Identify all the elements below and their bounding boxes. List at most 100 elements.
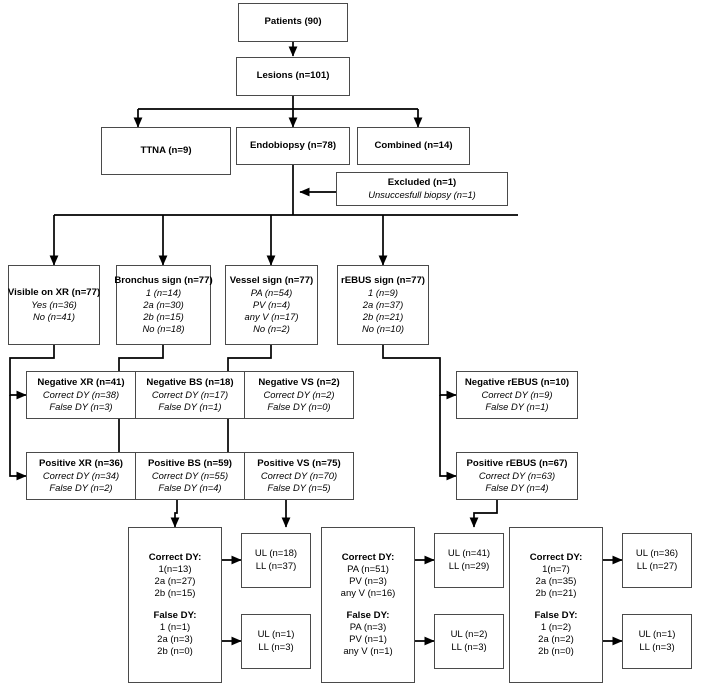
breakdown-false-row: PA (n=3) — [349, 621, 387, 633]
negative-row: False DY (n=1) — [485, 401, 549, 413]
box-breakdown-bronchus[interactable]: Correct DY: 1(n=13) 2a (n=27) 2b (n=15) … — [128, 527, 222, 683]
box-negative-vs[interactable]: Negative VS (n=2) Correct DY (n=2) False… — [244, 371, 354, 419]
box-sign-rebus[interactable]: rEBUS sign (n=77) 1 (n=9) 2a (n=37) 2b (… — [337, 265, 429, 345]
box-lobes-false-vessel[interactable]: UL (n=2) LL (n=3) — [434, 614, 504, 669]
breakdown-false-header: False DY: — [153, 609, 197, 621]
sign-row: No (n=41) — [33, 311, 75, 323]
breakdown-correct-header: Correct DY: — [341, 551, 395, 563]
box-lobes-false-bronchus[interactable]: UL (n=1) LL (n=3) — [241, 614, 311, 669]
breakdown-false-row: 2a (n=3) — [157, 633, 193, 645]
sign-row: PV (n=4) — [252, 299, 291, 311]
negative-title: Negative XR (n=41) — [37, 376, 125, 388]
positive-row: False DY (n=5) — [267, 482, 331, 494]
negative-title: Negative BS (n=18) — [146, 376, 234, 388]
box-lobes-correct-bronchus[interactable]: UL (n=18) LL (n=37) — [241, 533, 311, 588]
breakdown-correct-row: PV (n=3) — [349, 576, 387, 588]
box-positive-rebus[interactable]: Positive rEBUS (n=67) Correct DY (n=63) … — [456, 452, 578, 500]
sign-row: 2a (n=37) — [362, 299, 404, 311]
negative-row: False DY (n=1) — [158, 401, 222, 413]
positive-title: Positive VS (n=75) — [257, 457, 341, 469]
lobe-row: UL (n=36) — [635, 548, 679, 560]
lobe-row: UL (n=41) — [447, 548, 491, 560]
lobe-row: LL (n=27) — [636, 560, 678, 572]
sign-row: 2b (n=15) — [143, 311, 184, 323]
breakdown-false-row: 2b (n=0) — [538, 646, 574, 658]
sign-row: No (n=18) — [142, 323, 185, 335]
box-negative-rebus[interactable]: Negative rEBUS (n=10) Correct DY (n=9) F… — [456, 371, 578, 419]
box-lobes-false-rebus[interactable]: UL (n=1) LL (n=3) — [622, 614, 692, 669]
excluded-title: Excluded (n=1) — [387, 176, 457, 188]
lobe-row: LL (n=3) — [639, 641, 675, 653]
box-negative-xr[interactable]: Negative XR (n=41) Correct DY (n=38) Fal… — [26, 371, 136, 419]
box-positive-vs[interactable]: Positive VS (n=75) Correct DY (n=70) Fal… — [244, 452, 354, 500]
sign-row: any V (n=17) — [244, 311, 299, 323]
box-breakdown-vessel[interactable]: Correct DY: PA (n=51) PV (n=3) any V (n=… — [321, 527, 415, 683]
ttna-label: TTNA (n=9) — [140, 144, 192, 156]
box-sign-bronchus[interactable]: Bronchus sign (n=77) 1 (n=14) 2a (n=30) … — [114, 265, 213, 345]
positive-title: Positive BS (n=59) — [148, 457, 232, 469]
positive-title: Positive rEBUS (n=67) — [466, 457, 568, 469]
breakdown-correct-row: 2b (n=21) — [535, 588, 577, 600]
sign-row: 2b (n=21) — [362, 311, 404, 323]
lobe-row: LL (n=3) — [451, 641, 487, 653]
positive-row: Correct DY (n=70) — [260, 470, 338, 482]
box-excluded[interactable]: Excluded (n=1) Unsuccesfull biopsy (n=1) — [336, 172, 508, 206]
positive-row: Correct DY (n=34) — [42, 470, 120, 482]
sign-title: Visible on XR (n=77) — [7, 286, 101, 298]
box-lobes-correct-vessel[interactable]: UL (n=41) LL (n=29) — [434, 533, 504, 588]
box-ttna[interactable]: TTNA (n=9) — [101, 127, 231, 175]
breakdown-correct-row: 2a (n=27) — [154, 576, 196, 588]
positive-row: False DY (n=2) — [49, 482, 113, 494]
positive-row: Correct DY (n=63) — [478, 470, 556, 482]
lobe-row: LL (n=37) — [255, 560, 297, 572]
breakdown-correct-header: Correct DY: — [529, 551, 583, 563]
lobe-row: UL (n=18) — [254, 548, 298, 560]
negative-row: False DY (n=3) — [49, 401, 113, 413]
sign-title: Vessel sign (n=77) — [229, 274, 314, 286]
lesions-label: Lesions (n=101) — [256, 70, 330, 82]
lobe-row: LL (n=3) — [258, 641, 294, 653]
lobe-row: LL (n=29) — [448, 560, 490, 572]
excluded-reason: Unsuccesfull biopsy (n=1) — [368, 189, 476, 201]
negative-row: Correct DY (n=9) — [481, 389, 553, 401]
breakdown-false-row: 1 (n=2) — [540, 621, 572, 633]
sign-row: No (n=10) — [362, 323, 404, 335]
box-endobiopsy[interactable]: Endobiopsy (n=78) — [236, 127, 350, 165]
sign-row: 2a (n=30) — [143, 299, 184, 311]
box-lesions[interactable]: Lesions (n=101) — [236, 57, 350, 96]
sign-row: 1 (n=14) — [145, 287, 182, 299]
sign-row: 1 (n=9) — [368, 287, 398, 299]
box-positive-xr[interactable]: Positive XR (n=36) Correct DY (n=34) Fal… — [26, 452, 136, 500]
box-positive-bs[interactable]: Positive BS (n=59) Correct DY (n=55) Fal… — [135, 452, 245, 500]
breakdown-false-header: False DY: — [534, 609, 578, 621]
breakdown-false-row: any V (n=1) — [343, 646, 393, 658]
box-sign-vessel[interactable]: Vessel sign (n=77) PA (n=54) PV (n=4) an… — [225, 265, 318, 345]
sign-title: Bronchus sign (n=77) — [114, 274, 213, 286]
positive-row: Correct DY (n=55) — [151, 470, 229, 482]
breakdown-false-row: 2b (n=0) — [157, 646, 193, 658]
sign-row: Yes (n=36) — [31, 299, 77, 311]
sign-row: PA (n=54) — [250, 287, 293, 299]
negative-row: Correct DY (n=17) — [151, 389, 229, 401]
box-combined[interactable]: Combined (n=14) — [357, 127, 470, 165]
sign-title: rEBUS sign (n=77) — [341, 274, 425, 286]
lobe-row: UL (n=1) — [638, 629, 676, 641]
box-breakdown-rebus[interactable]: Correct DY: 1(n=7) 2a (n=35) 2b (n=21) F… — [509, 527, 603, 683]
breakdown-false-header: False DY: — [346, 609, 390, 621]
positive-title: Positive XR (n=36) — [39, 457, 123, 469]
breakdown-correct-row: PA (n=51) — [347, 564, 389, 576]
positive-row: False DY (n=4) — [158, 482, 222, 494]
breakdown-correct-row: 2a (n=35) — [535, 576, 577, 588]
breakdown-correct-row: 1(n=7) — [542, 564, 570, 576]
box-lobes-correct-rebus[interactable]: UL (n=36) LL (n=27) — [622, 533, 692, 588]
breakdown-correct-row: 1(n=13) — [158, 564, 192, 576]
negative-row: False DY (n=0) — [267, 401, 331, 413]
box-sign-visible-xr[interactable]: Visible on XR (n=77) Yes (n=36) No (n=41… — [8, 265, 100, 345]
negative-title: Negative VS (n=2) — [258, 376, 340, 388]
box-negative-bs[interactable]: Negative BS (n=18) Correct DY (n=17) Fal… — [135, 371, 245, 419]
sign-row: No (n=2) — [253, 323, 290, 335]
breakdown-correct-header: Correct DY: — [148, 551, 202, 563]
breakdown-false-row: 1 (n=1) — [159, 621, 191, 633]
box-patients[interactable]: Patients (90) — [238, 3, 348, 42]
